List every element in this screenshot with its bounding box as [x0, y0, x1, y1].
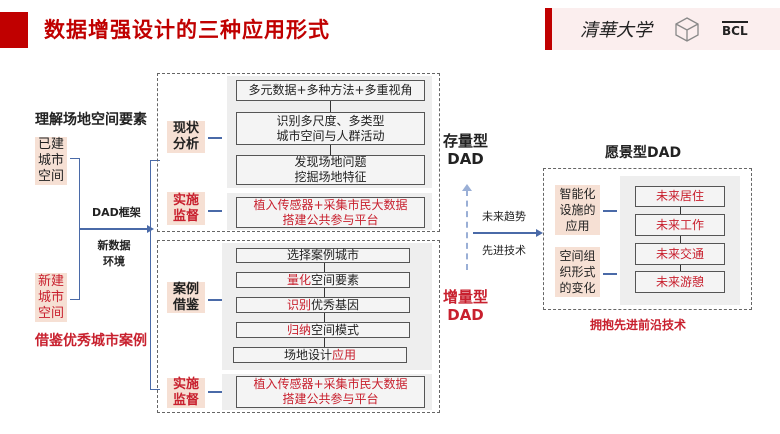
step-text: 挖掘场地特征	[294, 170, 367, 184]
up-arrow-head-icon	[462, 184, 472, 191]
connector	[603, 210, 617, 212]
status-analysis-label: 现状分析	[167, 121, 205, 153]
text: 空间模式	[311, 322, 360, 337]
arrow-head	[536, 229, 543, 237]
connector	[208, 137, 222, 139]
cube-logo-icon	[675, 17, 699, 42]
step-text: 识别优秀基因	[287, 298, 359, 313]
step-box: 量化空间要素	[236, 272, 410, 288]
existing-label: 已建城市空间	[37, 137, 64, 184]
step-box: 归纳空间模式	[236, 322, 410, 338]
framework-arrow	[80, 228, 148, 230]
step-text: 归纳空间模式	[287, 323, 359, 338]
monitor-label-upper: 实施监督	[167, 192, 205, 225]
increment-label: DAD	[447, 306, 484, 324]
vision-arrow	[473, 232, 537, 234]
step-box: 多元数据+多种方法+多重视角	[236, 80, 425, 101]
title-accent	[0, 12, 28, 48]
step-text: 城市空间与人群活动	[276, 128, 385, 143]
page-title: 数据增强设计的三种应用形式	[44, 18, 330, 42]
label: 现状分析	[172, 121, 199, 152]
highlight: 归纳	[286, 322, 311, 337]
new-label: 新建城市空间	[37, 273, 64, 321]
future-item: 未来交通	[635, 243, 725, 265]
vision-title: 愿景型DAD	[605, 145, 682, 161]
text: 场地设计	[283, 347, 332, 362]
text: 选择案例城市	[286, 248, 359, 262]
monitor-box: 植入传感器+采集市民大数据搭建公共参与平台	[236, 197, 425, 228]
connector	[208, 391, 222, 393]
lower-panel	[157, 240, 440, 413]
trend-label: 未来趋势	[482, 210, 526, 223]
step-box: 识别多尺度、多类型城市空间与人群活动	[236, 112, 425, 145]
label: 实施监督	[172, 377, 199, 408]
stock-label: 存量型	[443, 132, 489, 150]
logo-accent	[545, 8, 552, 50]
item-text: 未来工作	[655, 217, 704, 232]
arrow-label-top: DAD框架	[92, 206, 141, 219]
tech-label: 先进技术	[482, 244, 526, 257]
upper-panel	[157, 73, 440, 232]
smart-facility-label: 智能化设施的应用	[555, 185, 600, 235]
new-city-space: 新建城市空间	[35, 273, 67, 322]
item-text: 未来交通	[655, 246, 704, 261]
tsinghua-logo: 清華大学	[580, 20, 652, 41]
text: 优秀基因	[311, 297, 360, 312]
vision-panel	[543, 168, 752, 310]
text: 空间要素	[311, 272, 360, 287]
upward-dashed-arrow	[466, 190, 468, 270]
monitor-text: 植入传感器+采集市民大数据	[253, 377, 408, 391]
left-heading: 理解场地空间要素	[35, 112, 147, 128]
step-text: 识别多尺度、多类型	[276, 113, 385, 128]
branch-bracket	[150, 160, 160, 390]
monitor-text: 搭建公共参与平台	[282, 212, 379, 227]
bcl-logo: BCL	[722, 20, 748, 38]
left-bracket	[70, 158, 80, 300]
increment-label: 增量型	[443, 288, 489, 306]
connector	[208, 299, 222, 301]
item-text: 未来居住	[655, 189, 704, 203]
step-box: 场地设计应用	[233, 347, 407, 363]
label: 实施监督	[172, 192, 199, 224]
label: 案例借鉴	[172, 281, 199, 313]
future-item: 未来游憩	[635, 271, 725, 293]
step-text: 场地设计应用	[284, 348, 356, 363]
future-item: 未来居住	[635, 186, 725, 207]
monitor-label-lower: 实施监督	[167, 377, 205, 408]
highlight: 识别	[286, 297, 311, 312]
connector	[208, 210, 222, 212]
label: 空间组织形式的变化	[559, 249, 596, 295]
future-item: 未来工作	[635, 214, 725, 236]
spatial-org-label: 空间组织形式的变化	[555, 247, 600, 297]
item-text: 未来游憩	[655, 274, 704, 289]
step-box: 识别优秀基因	[236, 297, 410, 313]
flow-line	[680, 206, 681, 272]
highlight: 应用	[332, 347, 357, 362]
highlight: 量化	[286, 272, 311, 287]
arrow-label-bottom: 新数据环境	[97, 239, 131, 268]
monitor-text: 植入传感器+采集市民大数据	[253, 197, 408, 212]
step-box: 发现场地问题挖掘场地特征	[236, 155, 425, 185]
stock-label: DAD	[447, 150, 484, 168]
label: 智能化设施的应用	[559, 187, 596, 233]
connector	[603, 273, 617, 275]
vision-footer: 拥抱先进前沿技术	[590, 318, 687, 332]
step-text: 量化空间要素	[287, 273, 359, 288]
step-text: 发现场地问题	[294, 155, 367, 169]
logo-area: 清華大学 BCL	[552, 8, 780, 50]
monitor-box: 植入传感器+采集市民大数据搭建公共参与平台	[236, 376, 425, 408]
existing-city-space: 已建城市空间	[35, 137, 67, 185]
left-footer: 借鉴优秀城市案例	[35, 333, 147, 349]
case-study-label: 案例借鉴	[167, 282, 205, 313]
step-text: 多元数据+多种方法+多重视角	[248, 83, 413, 97]
monitor-text: 搭建公共参与平台	[282, 392, 379, 406]
step-box: 选择案例城市	[236, 248, 410, 263]
step-text: 选择案例城市	[287, 248, 359, 263]
